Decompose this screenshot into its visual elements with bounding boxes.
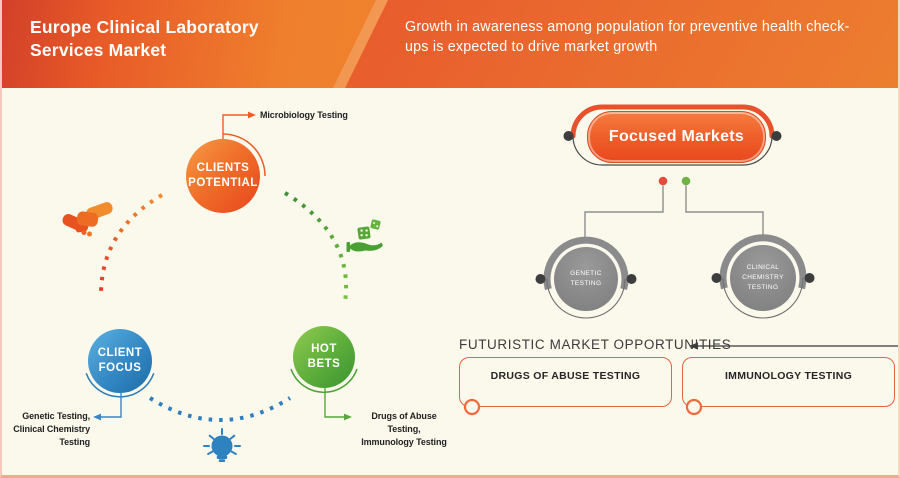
branch-genetic-testing: GENETIC TESTING bbox=[554, 247, 618, 311]
page-title: Europe Clinical Laboratory Services Mark… bbox=[30, 17, 259, 61]
branch-connector-left bbox=[584, 185, 664, 241]
node-label-line: CLIENTS bbox=[196, 162, 250, 175]
arrow-right-icon bbox=[344, 413, 352, 421]
header-subtitle: Growth in awareness among population for… bbox=[405, 19, 850, 56]
connector-genetic-testing bbox=[93, 393, 122, 421]
opportunity-box-drugs-of-abuse: DRUGS OF ABUSE TESTING bbox=[459, 357, 672, 407]
node-label-line: HOT bbox=[311, 343, 337, 356]
connector-microbiology bbox=[222, 111, 256, 139]
connector-drugs-of-abuse bbox=[324, 388, 352, 421]
arrow-right-icon bbox=[248, 111, 256, 119]
lightbulb-icon bbox=[203, 428, 241, 462]
branch-dot-red bbox=[658, 176, 668, 186]
node-hot-bets: HOT BETS bbox=[293, 326, 355, 388]
node-clients-potential: CLIENTS POTENTIAL bbox=[186, 139, 260, 213]
hand-with-dice-icon bbox=[346, 219, 383, 252]
header-banner: Europe Clinical Laboratory Services Mark… bbox=[2, 0, 898, 88]
callout-genetic-clinical-chemistry: Genetic Testing, Clinical Chemistry Test… bbox=[13, 411, 90, 448]
dotted-arc-orange bbox=[99, 193, 164, 294]
dotted-arc-green bbox=[283, 191, 348, 303]
ring-dot-right bbox=[771, 131, 782, 141]
arrow-left-icon bbox=[93, 413, 101, 421]
callout-drugs-immunology: Drugs of Abuse Testing, Immunology Testi… bbox=[361, 411, 447, 448]
node-label-line: CLIENT bbox=[97, 347, 143, 360]
opportunity-box-immunology: IMMUNOLOGY TESTING bbox=[682, 357, 895, 407]
branch-clinical-chemistry-testing: CLINICAL CHEMISTRY TESTING bbox=[730, 245, 796, 311]
ring-dot-left bbox=[563, 131, 574, 141]
dotted-arc-blue bbox=[148, 396, 292, 422]
node-label-line: FOCUS bbox=[98, 362, 142, 374]
focused-markets-pill: Focused Markets bbox=[587, 111, 766, 163]
node-client-focus: CLIENT FOCUS bbox=[88, 329, 152, 393]
handshake-icon bbox=[62, 202, 113, 237]
branch-dot-green bbox=[681, 176, 691, 186]
branch-connector-right bbox=[685, 185, 764, 236]
node-label-line: BETS bbox=[307, 358, 341, 370]
node-label-line: POTENTIAL bbox=[188, 177, 258, 189]
futuristic-opportunities-heading: FUTURISTIC MARKET OPPORTUNITIES bbox=[459, 337, 732, 352]
callout-microbiology-testing: Microbiology Testing bbox=[260, 110, 348, 120]
